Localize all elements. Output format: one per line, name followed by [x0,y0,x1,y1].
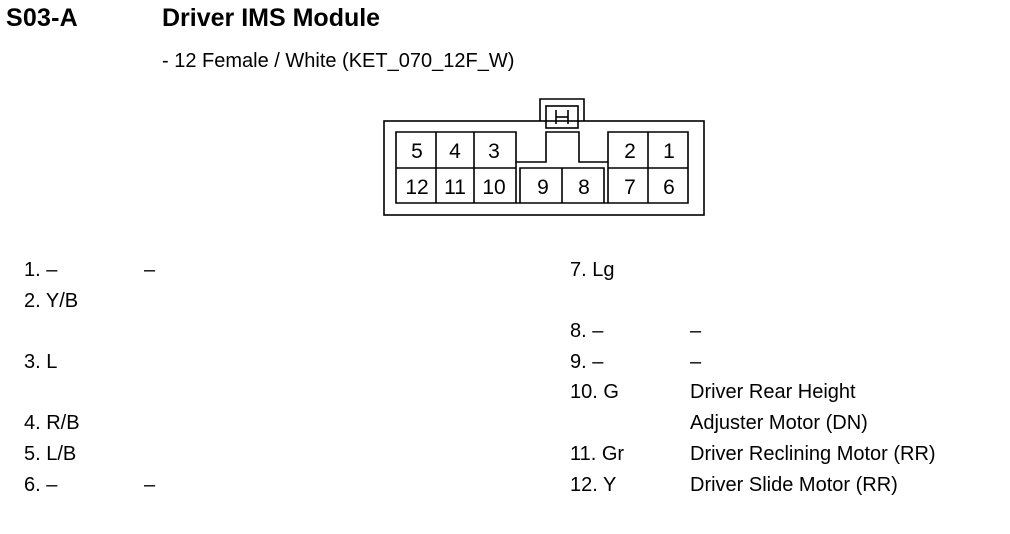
pin-label: 3. L [24,351,58,373]
page-title: Driver IMS Module [162,4,381,32]
connector-description: - 12 Female / White (KET_070_12F_W) [162,50,515,72]
pin-6: 6 [663,176,675,199]
pin-function: Driver Reclining Motor (RR) [690,443,936,465]
pin-label: 2. Y/B [24,290,79,312]
pin-label: 11. Gr [570,443,625,465]
pin-1: 1 [663,140,675,163]
pin-8: 8 [578,176,590,199]
pin-label: 6. – [24,474,58,496]
pin-function: – [144,474,156,496]
connector-housing [383,120,705,216]
pin-function: – [690,351,702,373]
pin-label: 9. – [570,351,604,373]
connector-lock-tab [539,98,585,121]
pin-9: 9 [537,176,549,199]
pin-12: 12 [405,176,428,199]
pin-5: 5 [411,140,423,163]
pin-11: 11 [444,176,466,199]
pin-label: 10. G [570,381,619,403]
pin-7: 7 [624,176,636,199]
pin-label: 4. R/B [24,412,80,434]
pin-3: 3 [488,140,500,163]
pin-10: 10 [482,176,505,199]
pin-2: 2 [624,140,636,163]
pin-function: – [144,259,156,281]
pin-function: Driver Rear Height [690,381,856,403]
pin-function: – [690,320,702,342]
connector-code: S03-A [6,4,78,32]
pin-label: 7. Lg [570,259,615,281]
connector-face-diagram: 5 4 3 2 1 12 11 10 9 8 7 6 [383,98,705,216]
connector-lock-latch [545,105,579,129]
pin-label: 8. – [570,320,604,342]
pin-function: Driver Slide Motor (RR) [690,474,898,496]
pin-function: Adjuster Motor (DN) [690,412,868,434]
pin-label: 1. – [24,259,58,281]
pin-label: 12. Y [570,474,617,496]
pin-label: 5. L/B [24,443,77,465]
pin-4: 4 [449,140,461,163]
